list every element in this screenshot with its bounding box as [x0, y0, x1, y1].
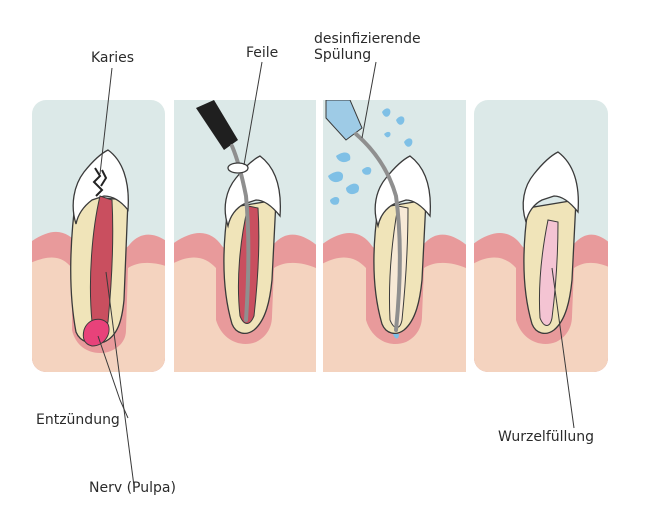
- leader-lines: [97, 61, 575, 487]
- root-filling: [538, 219, 559, 326]
- panel-filling: [474, 100, 608, 372]
- label-nerv: Nerv (Pulpa): [89, 480, 176, 496]
- label-spuelung-line2: Spülung: [314, 47, 371, 63]
- gum-inner: [32, 257, 165, 372]
- gum-inner: [174, 257, 316, 372]
- gum-inner: [323, 257, 466, 372]
- inflammation: [82, 318, 110, 347]
- file-stopper: [227, 162, 249, 174]
- leader-entzuendung: [97, 335, 129, 419]
- leader-wurzelfuellung: [551, 267, 575, 429]
- tooth-crown: [72, 149, 129, 225]
- file-handle: [196, 100, 238, 150]
- water-splashes: [328, 108, 413, 205]
- label-entzuendung: Entzündung: [36, 412, 120, 428]
- tooth-crown: [224, 155, 282, 229]
- leader-spuelung: [361, 61, 377, 139]
- label-karies: Karies: [91, 50, 134, 66]
- gum-inner: [474, 257, 608, 372]
- panel-caries: [32, 100, 165, 372]
- label-feile: Feile: [246, 45, 278, 61]
- caries-cracks: [92, 167, 108, 197]
- panel-rinse: [323, 100, 466, 372]
- rinse-tip-drop: [393, 334, 399, 339]
- tooth-crown: [522, 151, 580, 225]
- leader-nerv: [105, 271, 135, 487]
- rinse-needle: [354, 132, 402, 332]
- label-spuelung-line1: desinfizierende: [314, 31, 421, 47]
- leader-karies: [99, 67, 113, 175]
- leader-feile: [243, 61, 263, 166]
- panel-file: [174, 100, 316, 372]
- label-wurzelfuellung: Wurzelfüllung: [498, 429, 594, 445]
